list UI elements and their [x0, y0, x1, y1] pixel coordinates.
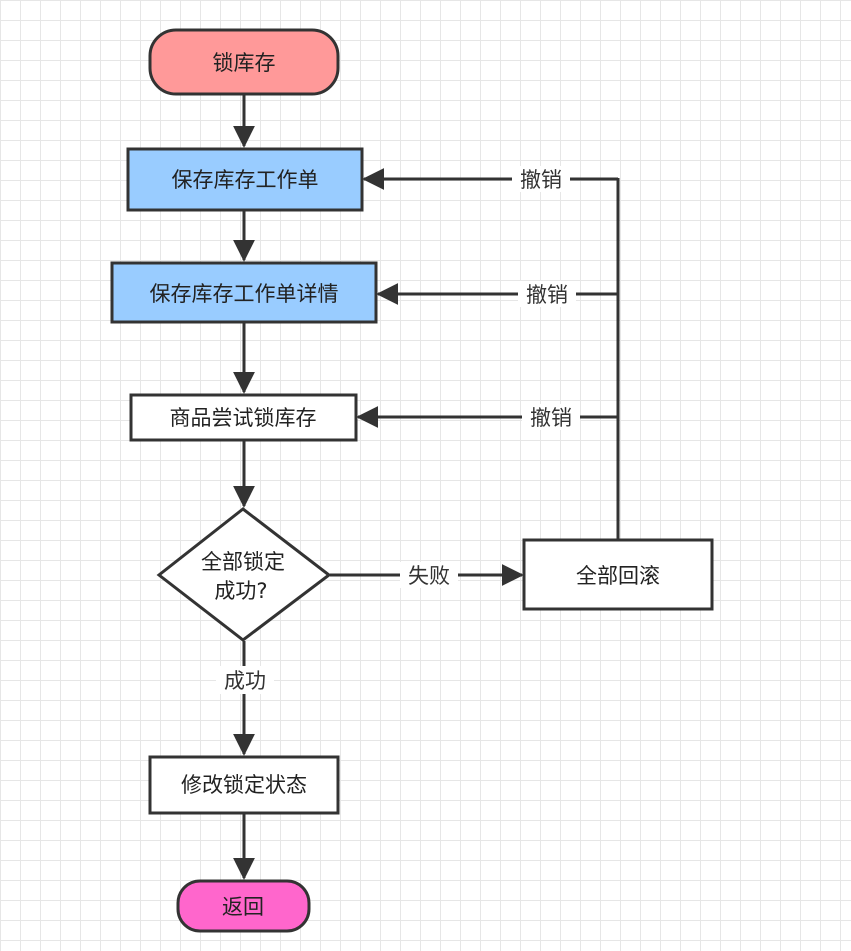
node-try-lock-label: 商品尝试锁库存 [170, 406, 317, 430]
node-rollback-label: 全部回滚 [576, 564, 660, 588]
node-start: 锁库存 [148, 28, 340, 96]
undo-label-try-lock: 撤销 [530, 406, 572, 430]
node-decision: 全部锁定 成功? [156, 507, 332, 642]
node-end: 返回 [176, 879, 311, 933]
undo-label-save-detail: 撤销 [526, 283, 568, 307]
node-start-label: 锁库存 [213, 51, 276, 75]
success-label: 成功 [224, 669, 266, 693]
node-end-label: 返回 [222, 895, 264, 919]
node-rollback: 全部回滚 [522, 538, 714, 611]
node-save-order: 保存库存工作单 [126, 147, 364, 212]
node-save-detail-label: 保存库存工作单详情 [150, 282, 339, 306]
node-decision-label-line2: 成功? [214, 579, 267, 603]
node-update-status-label: 修改锁定状态 [181, 773, 307, 797]
fail-label: 失败 [408, 564, 450, 588]
node-update-status: 修改锁定状态 [148, 755, 340, 815]
undo-label-save-order: 撤销 [520, 168, 562, 192]
node-decision-label-line1: 全部锁定 [201, 550, 285, 574]
node-try-lock: 商品尝试锁库存 [129, 393, 358, 442]
node-save-detail: 保存库存工作单详情 [110, 261, 378, 324]
node-save-order-label: 保存库存工作单 [172, 168, 319, 192]
